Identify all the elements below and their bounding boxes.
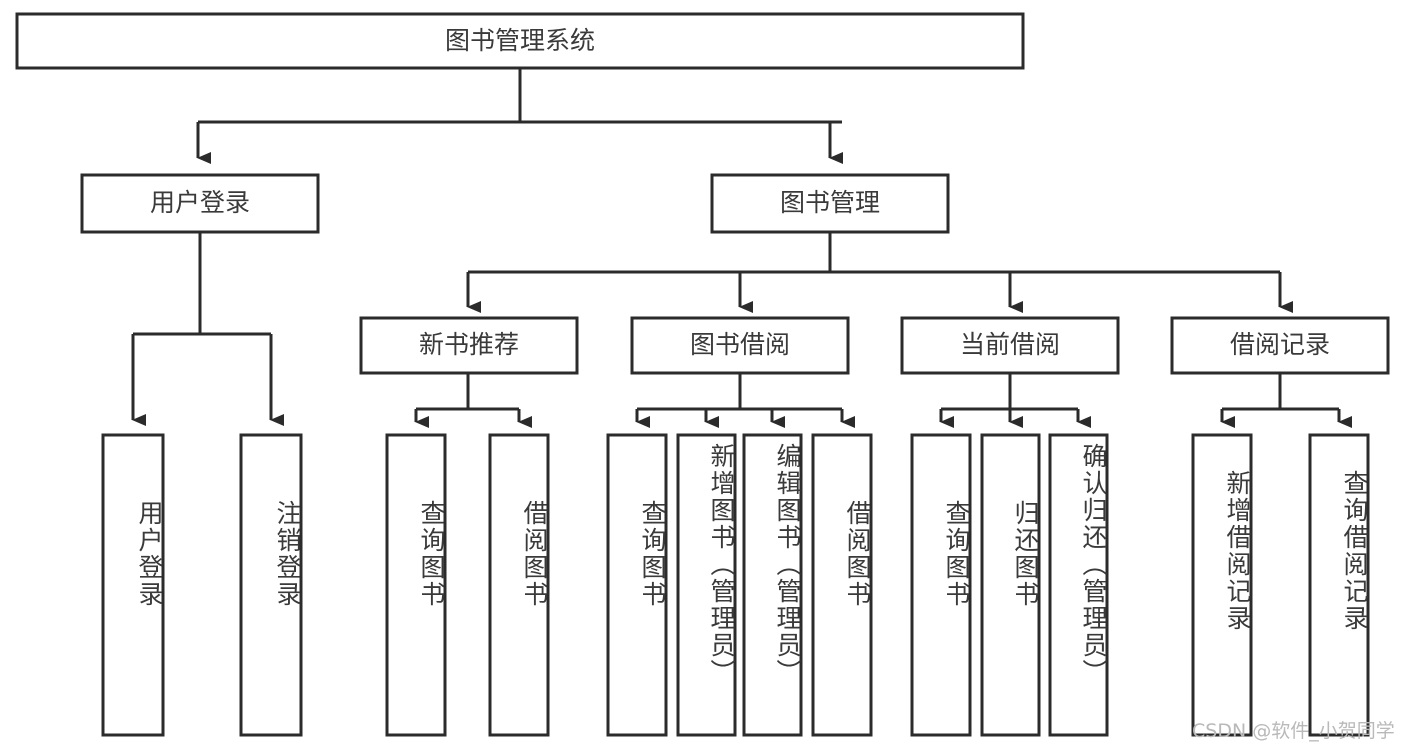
node-root-label: 图书管理系统 xyxy=(445,26,595,55)
leaf-return-book[interactable] xyxy=(980,433,1041,737)
connector-root-to-level1 xyxy=(196,68,843,164)
node-book-borrow-label: 图书借阅 xyxy=(690,330,790,359)
leaf-add-borrow-record[interactable] xyxy=(1191,433,1253,737)
node-current-borrow-label: 当前借阅 xyxy=(960,330,1060,359)
leaf-confirm-return-admin[interactable] xyxy=(1048,433,1109,737)
leaf-query-book-current[interactable] xyxy=(910,433,972,737)
connector-current-borrow-to-leaves xyxy=(939,373,1091,428)
connector-user-login-to-leaves xyxy=(131,232,284,426)
connector-borrow-record-to-leaves xyxy=(1220,373,1352,428)
node-new-book-recommend-label: 新书推荐 xyxy=(419,330,519,359)
node-user-login[interactable] xyxy=(80,173,320,234)
node-user-login-label: 用户登录 xyxy=(150,188,250,217)
leaf-query-book-borrow[interactable] xyxy=(606,433,668,737)
leaf-logout[interactable] xyxy=(239,433,303,737)
leaf-query-book-new[interactable] xyxy=(385,433,447,737)
leaf-borrow-book[interactable] xyxy=(811,433,873,737)
leaf-query-borrow-record[interactable] xyxy=(1308,433,1370,737)
node-borrow-record[interactable] xyxy=(1170,316,1390,375)
leaf-borrow-book-new[interactable] xyxy=(488,433,550,737)
node-current-borrow[interactable] xyxy=(900,316,1120,375)
watermark-text: CSDN @软件_小贺同学 xyxy=(1192,720,1395,742)
node-new-book-recommend[interactable] xyxy=(359,316,579,375)
connector-book-borrow-to-leaves xyxy=(635,373,855,428)
connector-new-book-to-leaves xyxy=(414,373,532,428)
leaf-edit-book-admin[interactable] xyxy=(742,433,803,737)
leaf-add-book-admin[interactable] xyxy=(676,433,737,737)
node-borrow-record-label: 借阅记录 xyxy=(1230,330,1330,359)
connector-book-mgmt-to-level2 xyxy=(466,232,1293,313)
node-book-borrow[interactable] xyxy=(630,316,850,375)
leaf-user-login[interactable] xyxy=(101,433,165,737)
node-book-management[interactable] xyxy=(710,173,950,234)
node-book-management-label: 图书管理 xyxy=(780,188,880,217)
node-root[interactable] xyxy=(15,12,1025,70)
